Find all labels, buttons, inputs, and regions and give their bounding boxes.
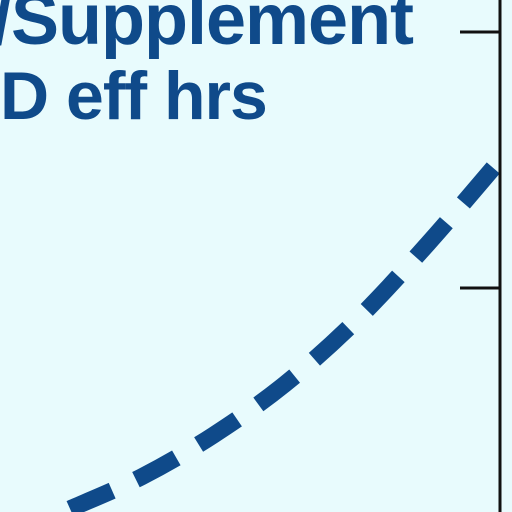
annotation-line-1: /Supplement (0, 0, 414, 60)
series-line-0 (66, 154, 507, 512)
annotation-line-2: D eff hrs (0, 58, 268, 134)
series-layer (66, 154, 507, 512)
axis-layer (460, 0, 502, 512)
